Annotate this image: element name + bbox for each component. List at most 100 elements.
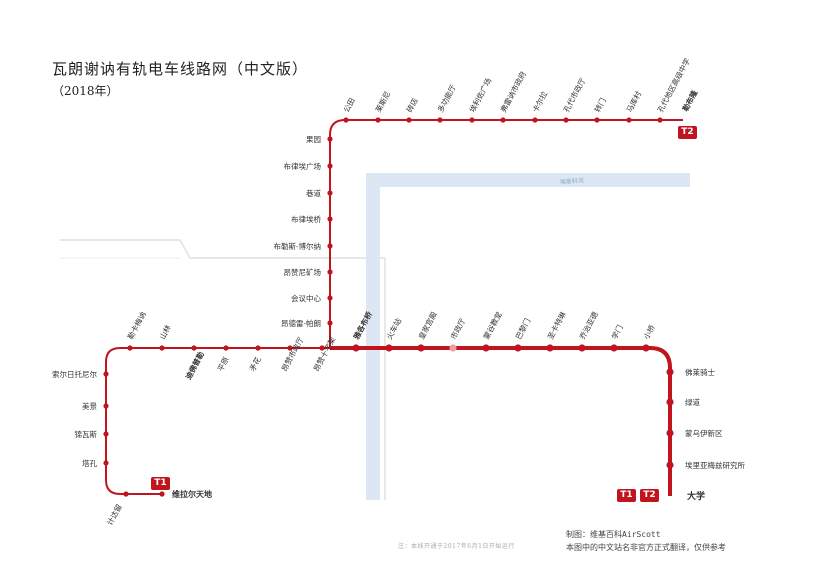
station-dot [449, 344, 457, 352]
station-label: 锦瓦斯 [75, 429, 98, 439]
station-label: 布律埃桥 [291, 214, 321, 224]
river [366, 173, 690, 500]
station-label: 计达留 [104, 502, 123, 527]
station-label: 勒布隆 [680, 88, 700, 113]
station-dot [385, 344, 393, 352]
station-果园: 果园 [306, 135, 333, 144]
station-dot [375, 117, 381, 123]
background-road [60, 239, 386, 500]
station-label: 勒卡梅讷 [125, 310, 148, 341]
station-矛花: 矛花 [247, 345, 263, 373]
station-勒卡梅讷: 勒卡梅讷 [125, 310, 148, 351]
station-布律埃广场: 布律埃广场 [284, 161, 333, 171]
station-label: 昂赞尼矿场 [284, 267, 322, 277]
station-莱斯尼: 莱斯尼 [373, 89, 392, 123]
station-皇家宫殿: 皇家宫殿 [416, 309, 439, 352]
station-dot [103, 431, 109, 437]
station-label: 卡尔拉 [530, 89, 550, 114]
station-label: 圣卡特琳 [545, 309, 568, 341]
station-多功能厅: 多功能厅 [435, 82, 458, 123]
stations-layer: 公田莱斯尼砖店多功能厅埃利佐广场弗雷讷市政府卡尔拉孔代市政厅转门马库村孔代地区高… [52, 56, 745, 527]
station-孔代市政厅: 孔代市政厅 [561, 76, 588, 123]
station-label: 小桥 [641, 323, 657, 341]
station-昂赞尼矿场: 昂赞尼矿场 [284, 267, 333, 277]
station-dot [191, 345, 197, 351]
station-label: 昂赞市政厅 [279, 335, 306, 373]
station-dot [666, 398, 674, 406]
station-label: 塔孔 [82, 458, 97, 468]
station-dot [417, 344, 425, 352]
station-布勒斯-博尔纳: 布勒斯-博尔纳 [273, 241, 333, 251]
station-蒙谷教堂: 蒙谷教堂 [481, 309, 504, 352]
station-埃利佐广场: 埃利佐广场 [467, 76, 494, 123]
station-dot [406, 117, 412, 123]
station-label: 转门 [592, 96, 608, 114]
station-转门: 转门 [592, 96, 608, 123]
station-dot [327, 190, 333, 196]
station-label: 砖店 [404, 96, 420, 114]
station-dot [319, 345, 325, 351]
station-绿道: 绿道 [666, 397, 700, 407]
station-label: 佛莱骑士 [685, 367, 715, 377]
station-迪佛普勒: 迪佛普勒 [183, 345, 206, 381]
credit-line-2: 本图中的中文站名非官方正式翻译，仅供参考 [566, 543, 726, 552]
station-dot [514, 344, 522, 352]
station-埃里亚梅兹研究所: 埃里亚梅兹研究所 [666, 460, 745, 470]
station-label: 昂德雷-帕朗 [281, 318, 321, 328]
station-label: 巷道 [306, 188, 321, 198]
station-label: 弗雷讷市政府 [498, 69, 528, 114]
station-label: 孔代市政厅 [561, 76, 588, 114]
station-label: 蒙乌伊新区 [685, 428, 723, 438]
station-计达留: 计达留 [104, 491, 129, 527]
station-昂赞市政厅: 昂赞市政厅 [279, 335, 306, 373]
station-dot [103, 460, 109, 466]
station-布律埃桥: 布律埃桥 [291, 214, 333, 224]
river-label: 埃斯科河 [560, 176, 585, 186]
station-会议中心: 会议中心 [291, 293, 333, 303]
station-马库村: 马库村 [624, 89, 644, 123]
station-砖店: 砖店 [404, 96, 420, 123]
station-label: 矛花 [247, 355, 263, 373]
station-圣卡特琳: 圣卡特琳 [545, 309, 568, 352]
station-dot [327, 216, 333, 222]
station-dot [159, 491, 165, 497]
station-dot [127, 345, 133, 351]
station-label: 平原 [216, 355, 231, 373]
station-dot [223, 345, 229, 351]
station-label: 皇家宫殿 [416, 309, 439, 341]
station-dot [563, 117, 569, 123]
station-label: 绿道 [685, 397, 700, 407]
station-大学: 大学 [687, 490, 705, 502]
station-label: 昂赞十字架 [311, 335, 338, 373]
station-昂德雷-帕朗: 昂德雷-帕朗 [281, 318, 333, 328]
station-山林: 山林 [157, 323, 173, 351]
route-t1-west [105, 347, 330, 495]
station-dot [532, 117, 538, 123]
station-蒙乌伊新区: 蒙乌伊新区 [666, 428, 723, 438]
station-dot [123, 491, 129, 497]
station-label: 布律埃广场 [284, 161, 322, 171]
station-dot [327, 269, 333, 275]
map-title: 瓦朗谢讷有轨电车线路网（中文版） [52, 60, 309, 78]
station-dot [437, 117, 443, 123]
station-dot [666, 461, 674, 469]
station-美景: 美景 [82, 401, 109, 411]
station-dot [666, 429, 674, 437]
station-dot [666, 368, 674, 376]
station-勒布隆: 勒布隆 [680, 88, 700, 113]
station-label: 巴黎门 [513, 316, 532, 341]
station-dot [657, 117, 663, 123]
station-dot [103, 403, 109, 409]
station-label: 火车站 [384, 316, 404, 341]
station-label: 大学 [687, 490, 705, 502]
station-label: 蒙谷教堂 [481, 309, 504, 341]
station-label: 马库村 [624, 89, 644, 114]
station-dot [327, 163, 333, 169]
station-dot [327, 136, 333, 142]
station-dot [500, 117, 506, 123]
t2-badge-top: T2 [678, 126, 697, 139]
station-dot [352, 344, 360, 352]
station-dot [327, 243, 333, 249]
footnote: 注：本线开通于2017年6月1日开始运行 [398, 543, 515, 550]
